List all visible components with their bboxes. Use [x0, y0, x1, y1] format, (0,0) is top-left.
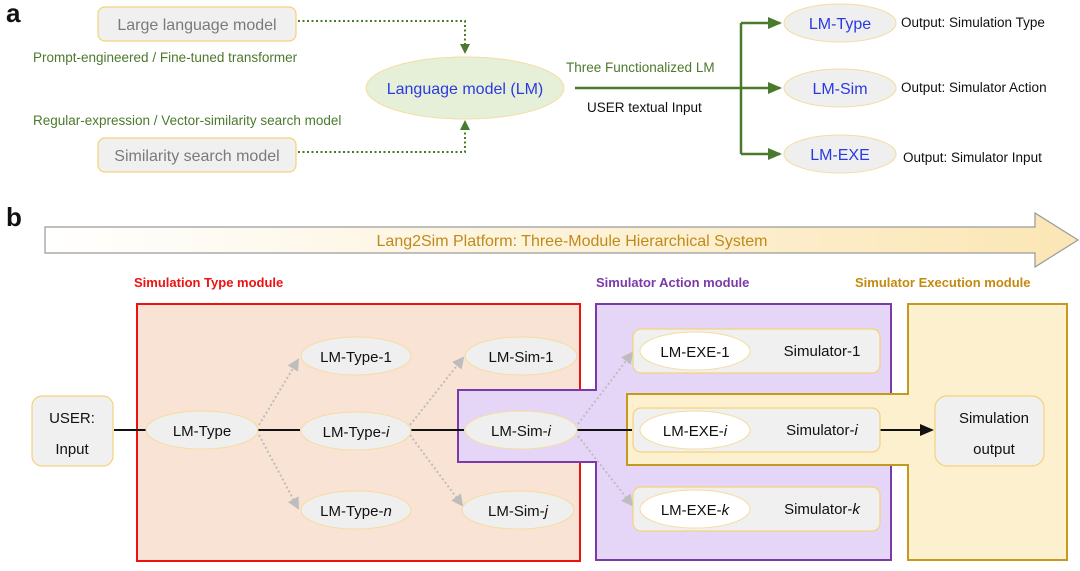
sim-node-label: LM-Sim-1 [488, 349, 553, 366]
lm-type-node: LM-Type [145, 410, 259, 450]
label-prefix: Simulator- [784, 343, 852, 360]
label-prefix: LM-EXE- [660, 344, 721, 361]
llm-to-lm-connector [298, 20, 470, 54]
sim-node-label: LM-Sim-i [491, 423, 552, 440]
exe-node-label: LM-EXE-k [661, 502, 731, 519]
simulator-label: Simulator-k [784, 501, 861, 518]
simulator-label: Simulator-i [786, 422, 858, 439]
panel-label-b: b [6, 202, 22, 232]
label-prefix: Simulator- [786, 422, 854, 439]
user-input-line2: Input [55, 441, 89, 458]
fan-arrow-sim-j [409, 434, 464, 507]
output-node-lm-exe: LM-EXE [783, 134, 897, 174]
exe-node-label: LM-EXE-1 [660, 344, 729, 361]
label-prefix: Simulator- [784, 501, 852, 518]
label-suffix: n [384, 503, 392, 520]
label-prefix: LM-Type- [323, 424, 386, 441]
simulation-output-line1: Simulation [959, 410, 1029, 427]
sim-caption: Regular-expression / Vector-similarity s… [33, 113, 341, 128]
exe-row-1: LM-EXE-1 Simulator-1 [632, 328, 881, 374]
output-node-lm-type: LM-Type [783, 3, 897, 43]
exe-row-i: LM-EXE-i Simulator-i [632, 407, 881, 453]
language-model-label: Language model (LM) [387, 81, 544, 98]
module-title-action: Simulator Action module [596, 275, 749, 290]
platform-banner: Lang2Sim Platform: Three-Module Hierarch… [44, 211, 1080, 269]
fan-arrow-type-n [258, 434, 299, 510]
sim-node-j: LM-Sim-j [461, 490, 575, 530]
user-input-node: USER: Input [31, 395, 114, 467]
module-title-type: Simulation Type module [134, 275, 283, 290]
platform-banner-label: Lang2Sim Platform: Three-Module Hierarch… [377, 233, 768, 250]
label-prefix: LM-EXE- [661, 502, 722, 519]
type-node-i: LM-Type-i [300, 411, 412, 451]
sim-node-label: LM-Sim-j [488, 503, 549, 520]
language-model-node: Language model (LM) [365, 56, 565, 120]
type-node-label: LM-Type-i [323, 424, 390, 441]
module-title-execution: Simulator Execution module [855, 275, 1031, 290]
exe-node-label: LM-EXE-i [663, 423, 728, 440]
label-suffix: 1 [384, 349, 392, 366]
label-prefix: LM-Type- [320, 349, 383, 366]
label-suffix: i [548, 423, 552, 440]
output-node-lm-sim: LM-Sim [783, 68, 897, 108]
exe-row-k: LM-EXE-k Simulator-k [632, 486, 881, 532]
label-prefix: LM-Sim- [488, 503, 545, 520]
type-node-1: LM-Type-1 [300, 336, 412, 376]
type-node-n: LM-Type-n [300, 490, 412, 530]
label-suffix: 1 [721, 344, 729, 361]
label-suffix: i [724, 423, 728, 440]
llm-caption: Prompt-engineered / Fine-tuned transform… [33, 50, 298, 65]
fan-arrow-exe-k [577, 435, 634, 507]
output-desc: Output: Simulator Action [901, 80, 1047, 95]
type-node-label: LM-Type-1 [320, 349, 392, 366]
fan-arrow-sim-1 [409, 356, 465, 426]
panel-label-a: a [6, 0, 21, 28]
sim-node-1: LM-Sim-1 [464, 336, 578, 376]
output-node-label: LM-Sim [812, 81, 867, 98]
label-suffix: 1 [545, 349, 553, 366]
label-suffix: i [855, 422, 859, 439]
lm-type-label: LM-Type [173, 423, 231, 440]
label-prefix: LM-Sim- [491, 423, 548, 440]
llm-box-label: Large language model [117, 17, 276, 34]
output-desc: Output: Simulator Input [903, 150, 1042, 165]
user-input-line1: USER: [49, 410, 95, 427]
sim-to-lm-connector [298, 120, 470, 153]
label-suffix: k [852, 501, 861, 518]
label-suffix: j [543, 503, 549, 520]
simulation-output-line2: output [973, 441, 1016, 458]
similarity-search-label: Similarity search model [114, 148, 279, 165]
label-suffix: i [386, 424, 390, 441]
output-node-label: LM-EXE [810, 147, 870, 164]
output-desc: Output: Simulation Type [901, 15, 1045, 30]
simulation-output-node: Simulation output [934, 395, 1045, 467]
branch-label-top: Three Functionalized LM [566, 60, 715, 75]
fan-arrow-exe-1 [577, 351, 634, 425]
label-suffix: k [722, 502, 731, 519]
type-node-label: LM-Type-n [320, 503, 392, 520]
similarity-search-box: Similarity search model [97, 137, 297, 173]
branch-label-bottom: USER textual Input [587, 100, 702, 115]
sim-node-i: LM-Sim-i [464, 410, 578, 450]
label-prefix: LM-Sim- [488, 349, 545, 366]
llm-box: Large language model [97, 6, 297, 42]
output-node-label: LM-Type [809, 16, 871, 33]
simulator-label: Simulator-1 [784, 343, 861, 360]
label-suffix: 1 [852, 343, 860, 360]
label-prefix: LM-Type- [320, 503, 383, 520]
fan-arrow-type-1 [258, 358, 300, 426]
label-prefix: LM-EXE- [663, 423, 724, 440]
